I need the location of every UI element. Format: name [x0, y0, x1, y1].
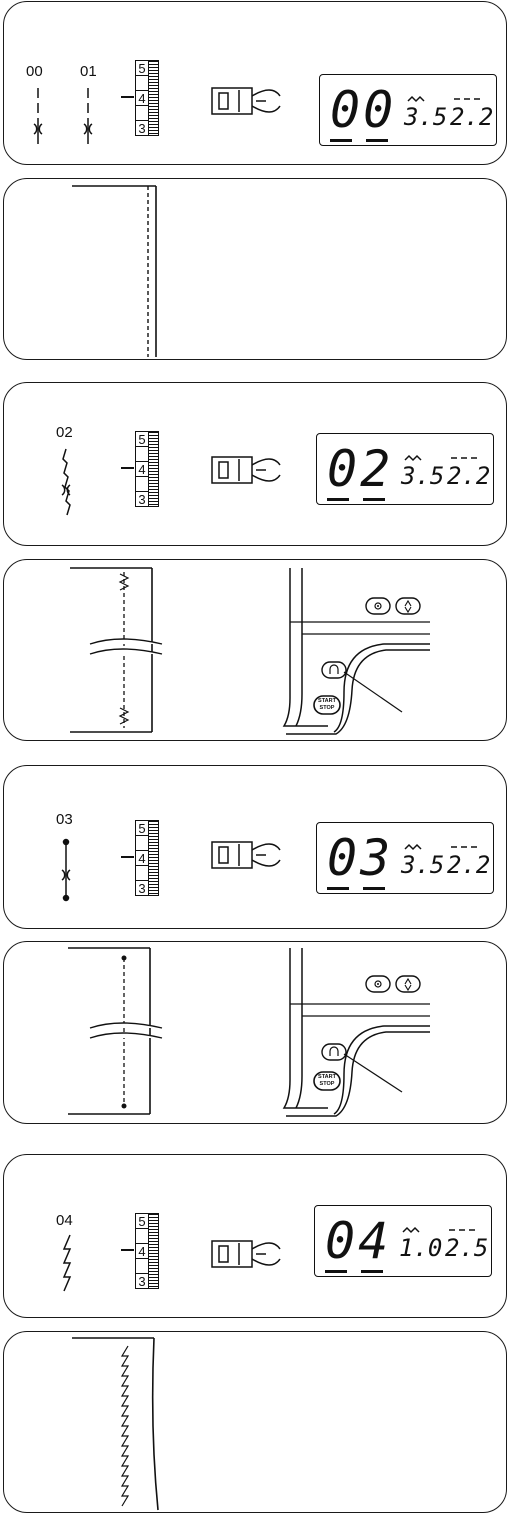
stretch-stitch-icon [62, 1234, 72, 1292]
settings-panel-02: 02 5 4 3 02 3.5 2.2 [3, 382, 507, 546]
lcd-pattern-number: 04 [325, 1212, 392, 1270]
settings-panel-04: 04 5 4 3 04 1.0 2.5 [3, 1154, 507, 1318]
stitch-symbols [61, 838, 281, 902]
lcd-indicators [407, 95, 480, 103]
straight-stitch-icon [33, 88, 93, 144]
dial-number-3: 3 [135, 120, 149, 136]
fabric-panel-stretch [3, 1331, 507, 1513]
lcd-pattern-number: 02 [327, 440, 394, 498]
fabric-reverse-diagram [70, 567, 430, 735]
needle-position-icon [365, 975, 391, 993]
fabric-machine-panel-03: START STOP [3, 941, 507, 1124]
needle-position-dial: 5 4 3 [121, 820, 165, 896]
fabric-straight-diagram [72, 185, 157, 357]
lcd-indicators [404, 843, 477, 851]
settings-panel-03: 03 5 4 3 03 3.5 2.2 [3, 765, 507, 929]
lcd-indicators [404, 454, 477, 462]
pattern-label-03: 03 [56, 811, 73, 828]
lcd-pattern-number: 00 [330, 81, 397, 139]
lock-stitch-icon [61, 838, 71, 902]
dial-number-5: 5 [135, 820, 149, 836]
fabric-panel-straight [3, 178, 507, 360]
start-label: START [318, 698, 336, 704]
reverse-stitch-icon [321, 661, 347, 679]
start-label: START [318, 1074, 336, 1080]
lcd-length-value: 2.2 [447, 851, 491, 879]
lcd-width-value: 3.5 [401, 851, 445, 879]
lcd-indicators [402, 1226, 475, 1234]
needle-position-dial: 5 4 3 [121, 431, 165, 507]
dial-number-5: 5 [135, 1213, 149, 1229]
pattern-label-02: 02 [56, 424, 73, 441]
lcd-width-value: 3.5 [404, 103, 448, 131]
lcd-width-value: 3.5 [401, 462, 445, 490]
stitch-symbols [61, 448, 281, 516]
lcd-display: 00 3.5 2.2 [319, 74, 497, 146]
presser-foot-icon [211, 1240, 281, 1268]
triple-stitch-icon [61, 448, 71, 516]
fabric-stretch-diagram [72, 1337, 159, 1511]
stitch-symbols [62, 1234, 281, 1292]
lcd-length-value: 2.5 [445, 1234, 489, 1262]
dial-number-4: 4 [135, 90, 149, 106]
dial-number-3: 3 [135, 1273, 149, 1289]
lcd-pattern-number: 03 [327, 829, 394, 887]
presser-foot-icon [211, 456, 281, 484]
settings-panel-00-01: 00 01 5 4 3 00 3.5 2.2 [3, 1, 507, 165]
pattern-label-04: 04 [56, 1212, 73, 1229]
lcd-length-value: 2.2 [447, 462, 491, 490]
needle-position-dial: 5 4 3 [121, 1213, 165, 1289]
presser-foot-icon [211, 87, 281, 115]
needle-up-down-icon [395, 597, 421, 615]
dial-number-4: 4 [135, 461, 149, 477]
fabric-lock-diagram [68, 947, 430, 1117]
presser-foot-icon [211, 841, 281, 869]
pattern-label-00: 00 [26, 63, 43, 80]
dial-number-3: 3 [135, 491, 149, 507]
lcd-display: 04 1.0 2.5 [314, 1205, 492, 1277]
needle-position-dial: 5 4 3 [121, 60, 165, 136]
start-stop-icon [313, 1071, 341, 1091]
lcd-length-value: 2.2 [450, 103, 494, 131]
start-stop-icon [313, 695, 341, 715]
dial-number-5: 5 [135, 60, 149, 76]
fabric-machine-panel-02: START STOP [3, 559, 507, 741]
lcd-display: 03 3.5 2.2 [316, 822, 494, 894]
dial-number-4: 4 [135, 850, 149, 866]
needle-position-icon [365, 597, 391, 615]
lcd-display: 02 3.5 2.2 [316, 433, 494, 505]
dial-number-3: 3 [135, 880, 149, 896]
needle-up-down-icon [395, 975, 421, 993]
stop-label: STOP [319, 705, 335, 711]
stitch-symbols [33, 87, 281, 144]
dial-number-5: 5 [135, 431, 149, 447]
reverse-stitch-icon [321, 1043, 347, 1061]
pattern-label-01: 01 [80, 63, 97, 80]
lcd-width-value: 1.0 [399, 1234, 443, 1262]
dial-number-4: 4 [135, 1243, 149, 1259]
stop-label: STOP [319, 1081, 335, 1087]
